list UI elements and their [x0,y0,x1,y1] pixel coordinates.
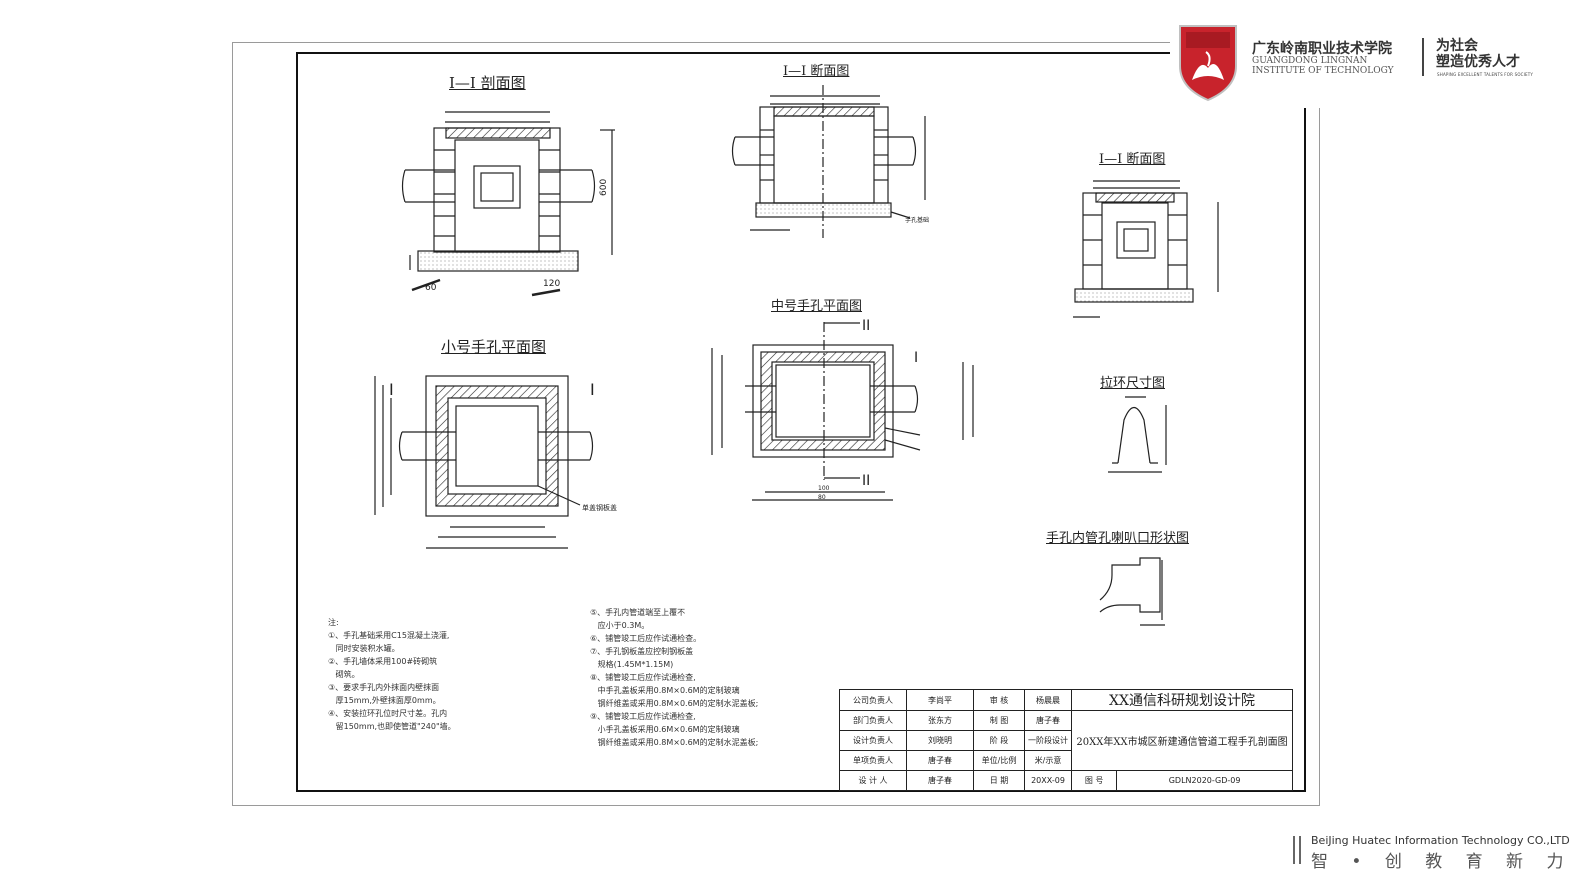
drawing-name: 20XX年XX市城区新建通信管道工程手孔剖面图 [1071,710,1293,771]
dim-80: 80 [818,494,826,501]
school-slogan: 为社会 塑造优秀人才 [1436,38,1520,70]
school-name-en-line1: GUANGDONG LINGNAN [1252,56,1368,66]
drawing-frame [296,52,1306,792]
header-divider [1422,38,1424,76]
notes-right: ⑤、手孔内管道端至上覆不 应小于0.3M。 ⑥、铺管竣工后应作试通检查。 ⑦、手… [590,608,759,747]
tb-cell: 唐子春 [906,750,974,771]
tb-cell: 部门负责人 [839,710,907,731]
mark-ii-top: II [862,318,870,334]
company-name: BeiJing Huatec Information Technology CO… [1311,834,1570,847]
tb-cell: 阶 段 [973,730,1025,751]
dim-100: 100 [818,485,830,492]
tb-cell: 单位/比例 [973,750,1025,771]
slogan-line2: 塑造优秀人才 [1436,54,1520,70]
steel-cover-label: 单盖钢板盖 [582,503,617,512]
title-block: 公司负责人 李尚平 审 核 杨晨晨 XX通信科研规划设计院 部门负责人 张东方 … [839,689,1293,791]
dim-60: 60 [425,283,437,293]
section-right-title: I—I 断面图 [1099,152,1166,167]
small-plan-title: 小号手孔平面图 [441,338,547,356]
mark-ii-bottom: II [862,473,870,489]
tb-cell: 公司负责人 [839,689,907,711]
tb-cell: 20XX-09 [1024,770,1072,791]
tb-cell: 张东方 [906,710,974,731]
section-top-title: I—I 断面图 [783,64,850,79]
tb-cell: 唐子春 [906,770,974,791]
ring-detail [1108,396,1167,473]
section-view-right [1073,180,1219,318]
slogan-line1: 为社会 [1436,38,1478,54]
base-label: 手孔基础 [905,216,929,224]
tb-cell: 唐子春 [1024,710,1072,731]
school-name-en-line2: INSTITUTE OF TECHNOLOGY [1252,66,1394,76]
mark-i-left: I [389,380,394,399]
tb-cell: 杨晨晨 [1024,689,1072,711]
institute-name: XX通信科研规划设计院 [1071,689,1293,711]
trumpet-title: 手孔内管孔喇叭口形状图 [1046,531,1190,546]
tb-cell: 李尚平 [906,689,974,711]
trumpet-detail [1099,557,1165,626]
section-i-title: I—I 剖面图 [449,74,526,92]
dim-120: 120 [543,279,560,289]
tb-cell: 图 号 [1070,770,1118,791]
mark-i-right: I [590,380,595,399]
school-badge-icon [1179,25,1237,102]
medium-hole-plan [711,322,974,501]
tb-cell: 单项负责人 [839,750,907,771]
notes-left: 注: ①、手孔基础采用C15混凝土浇灌, 同时安装积水罐。 ②、手孔墙体采用10… [328,618,456,731]
tb-cell: 一阶段设计 [1024,730,1072,751]
tb-cell: 米/示意 [1024,750,1072,771]
dim-600: 600 [599,179,609,196]
ring-title: 拉环尺寸图 [1100,376,1166,391]
tb-cell: 设 计 人 [839,770,907,791]
tb-cell: 刘晓明 [906,730,974,751]
drawing-number: GDLN2020-GD-09 [1116,770,1293,791]
medium-plan-title: 中号手孔平面图 [771,299,863,314]
school-name-en: GUANGDONG LINGNAN INSTITUTE OF TECHNOLOG… [1252,56,1394,76]
company-tagline: 智 • 创 教 育 新 力 量 [1311,852,1573,872]
company-logo-bars [1293,836,1302,864]
tb-cell: 制 图 [973,710,1025,731]
section-view-top [731,85,926,238]
tb-cell: 日 期 [973,770,1025,791]
mark-i-medium: I [914,350,918,366]
section-view-i [401,111,615,297]
tb-cell: 审 核 [973,689,1025,711]
small-hole-plan [374,375,594,549]
slogan-en: SHAPING EXCELLENT TALENTS FOR SOCIETY [1437,72,1534,77]
school-name-cn: 广东岭南职业技术学院 [1252,41,1392,57]
tb-cell: 设计负责人 [839,730,907,751]
